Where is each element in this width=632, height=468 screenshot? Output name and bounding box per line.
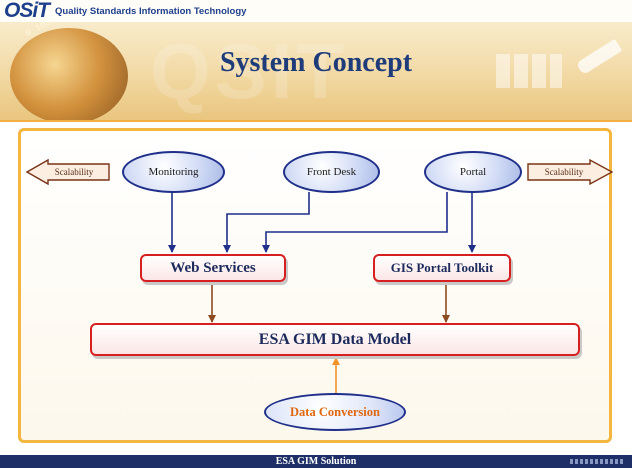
arrow-right-icon bbox=[527, 158, 613, 186]
arrow-portal-to-web-services bbox=[262, 192, 448, 253]
data-model-box: ESA GIM Data Model bbox=[90, 323, 580, 356]
gis-portal-toolkit-box: GIS Portal Toolkit bbox=[373, 254, 511, 282]
portal-client: Portal bbox=[424, 151, 522, 193]
logo-tagline: Quality Standards Information Technology bbox=[55, 5, 247, 17]
header-watermark: QSIT bbox=[150, 27, 349, 115]
monitoring-client: Monitoring bbox=[122, 151, 225, 193]
slide-title: System Concept bbox=[219, 47, 413, 78]
scalability-arrow-left: Scalability bbox=[26, 158, 110, 186]
arrow-left-icon bbox=[26, 158, 110, 186]
header-divider bbox=[0, 120, 632, 122]
footer-bar: ESA GIM Solution bbox=[0, 455, 632, 468]
logo-mark: OSiT bbox=[4, 0, 50, 22]
decorative-squares bbox=[496, 54, 562, 88]
header-banner: 0 1000 10 10 QSIT OSiT Quality Standards… bbox=[0, 0, 632, 122]
scalability-right-label: Scalability bbox=[544, 167, 584, 177]
data-conversion-source: Data Conversion bbox=[264, 393, 406, 431]
globe-graphic bbox=[10, 28, 128, 122]
web-services-box: Web Services bbox=[140, 254, 286, 282]
logo-strip: OSiT Quality Standards Information Techn… bbox=[0, 0, 632, 22]
scalability-arrow-right: Scalability bbox=[527, 158, 613, 186]
footer-text: ESA GIM Solution bbox=[275, 456, 357, 467]
footer-decoration bbox=[570, 459, 624, 464]
company-logo: OSiT Quality Standards Information Techn… bbox=[4, 0, 246, 22]
scalability-left-label: Scalability bbox=[54, 167, 94, 177]
front-desk-client: Front Desk bbox=[283, 151, 380, 193]
arrow-front-desk-to-web-services bbox=[223, 192, 310, 253]
